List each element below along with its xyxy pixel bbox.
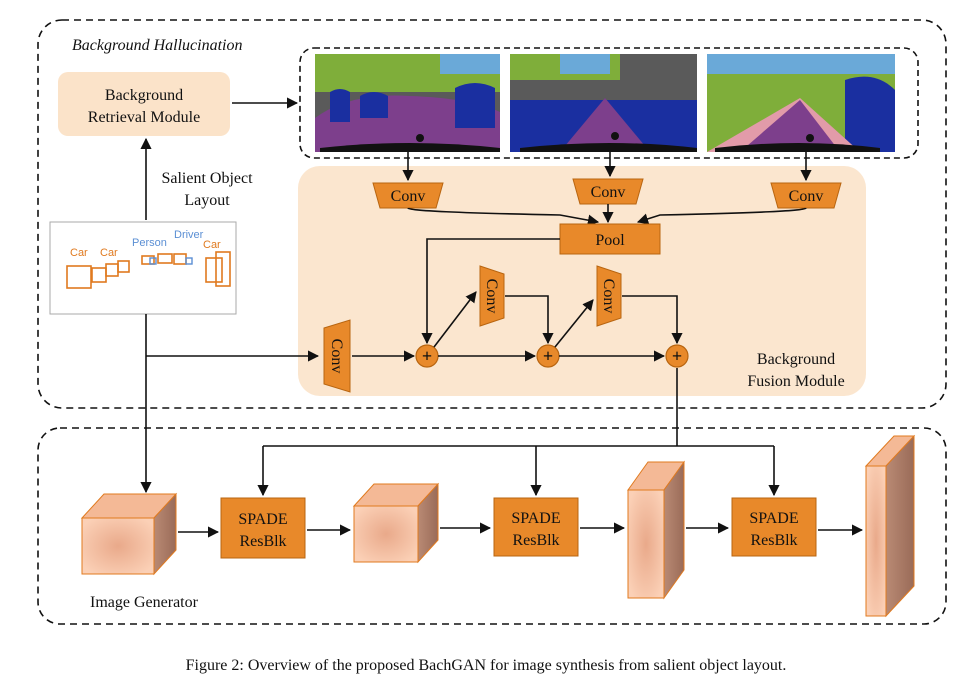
conv-block-input: Conv xyxy=(323,319,351,393)
svg-text:SPADE: SPADE xyxy=(749,510,798,527)
retrieval-module-label-2: Retrieval Module xyxy=(88,109,200,126)
fusion-module-label-1: Background xyxy=(757,351,835,368)
figure-caption: Figure 2: Overview of the proposed BachG… xyxy=(186,657,787,674)
svg-text:+: + xyxy=(422,346,432,366)
retrieved-images-group xyxy=(299,47,919,159)
svg-text:Conv: Conv xyxy=(391,188,426,205)
fusion-module-label-2: Fusion Module xyxy=(747,373,844,390)
arrow-conv1-to-pool xyxy=(407,207,600,226)
layout-label-car-3: Car xyxy=(203,239,221,251)
feature-cube-2 xyxy=(352,482,440,564)
svg-text:Conv: Conv xyxy=(591,184,626,201)
svg-text:ResBlk: ResBlk xyxy=(750,532,797,549)
arrow-pool-to-plus1 xyxy=(421,238,560,345)
segmentation-map-1 xyxy=(315,54,500,152)
hallucination-section xyxy=(37,19,947,409)
svg-text:Conv: Conv xyxy=(600,279,617,314)
svg-text:Conv: Conv xyxy=(483,279,500,314)
layout-label-driver: Driver xyxy=(174,229,204,241)
svg-text:SPADE: SPADE xyxy=(511,510,560,527)
layout-label-2: Layout xyxy=(184,192,230,209)
svg-text:Pool: Pool xyxy=(595,232,625,249)
sum-node-2: + xyxy=(536,344,560,368)
feature-cube-3 xyxy=(627,460,685,600)
layout-label-person: Person xyxy=(132,237,167,249)
layout-label-1: Salient Object xyxy=(161,170,253,187)
conv-block-residual-2: Conv xyxy=(596,265,622,327)
sum-node-3: + xyxy=(665,344,689,368)
svg-text:Conv: Conv xyxy=(328,339,345,374)
generator-title: Image Generator xyxy=(90,594,199,611)
arrow-conv-to-plus2 xyxy=(505,295,554,345)
layout-label-car-2: Car xyxy=(100,247,118,259)
svg-text:ResBlk: ResBlk xyxy=(239,533,286,550)
feature-cube-4 xyxy=(864,434,916,618)
spade-resblk-3: SPADE ResBlk xyxy=(731,497,817,557)
svg-text:+: + xyxy=(672,346,682,366)
conv-block-2: Conv xyxy=(572,178,644,205)
retrieval-module-label-1: Background xyxy=(105,87,183,104)
pool-block: Pool xyxy=(559,223,661,255)
segmentation-map-2 xyxy=(510,54,697,152)
feature-cube-1 xyxy=(80,492,178,576)
arrow-plus1-to-conv xyxy=(433,291,477,348)
sum-node-1: + xyxy=(415,344,439,368)
retrieval-module-box xyxy=(58,72,230,136)
layout-label-car-1: Car xyxy=(70,247,88,259)
conv-block-3: Conv xyxy=(770,182,842,209)
arrow-conv-to-plus3 xyxy=(622,295,683,345)
conv-block-residual-1: Conv xyxy=(479,265,505,327)
arrow-plus2-to-conv xyxy=(554,299,594,348)
generator-section xyxy=(37,427,947,625)
layout-thumbnail: Car Car Person Driver Car xyxy=(49,221,237,315)
conv-block-1: Conv xyxy=(372,182,444,209)
svg-text:SPADE: SPADE xyxy=(238,511,287,528)
svg-text:ResBlk: ResBlk xyxy=(512,532,559,549)
spade-resblk-1: SPADE ResBlk xyxy=(220,497,306,559)
spade-resblk-2: SPADE ResBlk xyxy=(493,497,579,557)
svg-text:+: + xyxy=(543,346,553,366)
segmentation-map-3 xyxy=(707,54,895,152)
arrow-conv3-to-pool xyxy=(636,207,807,225)
svg-text:Conv: Conv xyxy=(789,188,824,205)
hallucination-title: Background Hallucination xyxy=(72,37,243,54)
